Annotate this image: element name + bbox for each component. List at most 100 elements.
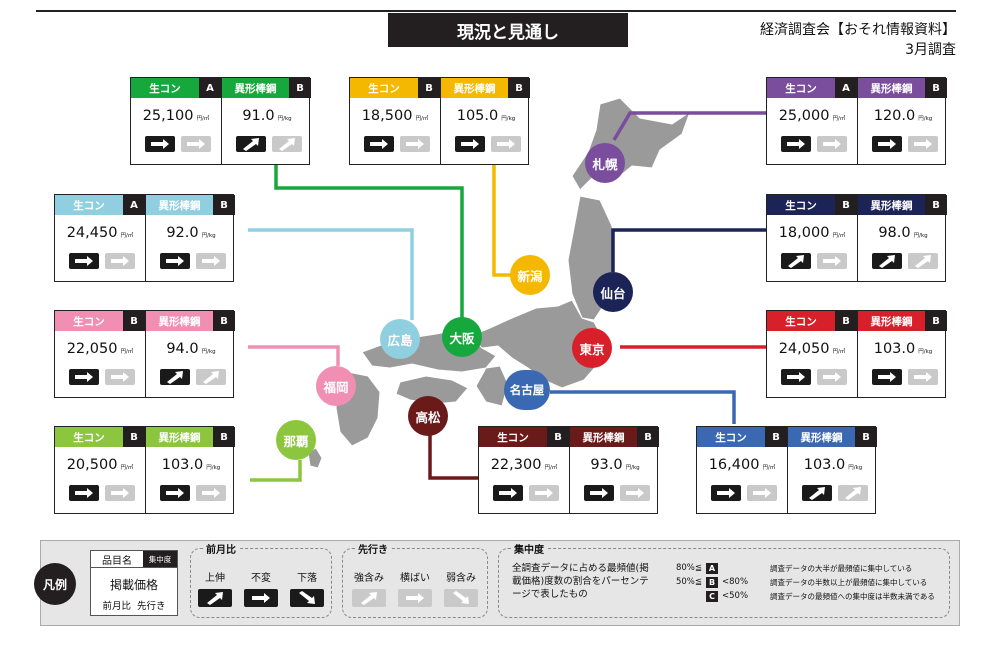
conc-threshold: 80%≦	[675, 563, 702, 573]
price-value: 22,300	[490, 457, 542, 473]
legend-sample-card: 品目名 集中度 掲載価格 前月比 先行き	[90, 550, 178, 616]
legend-prev-same: 不変	[251, 573, 271, 584]
city-marker-tokyo[interactable]: 東京	[572, 328, 612, 368]
rebar-name: 異形棒鋼	[570, 427, 637, 447]
legend-outlook-weak: 弱含み	[446, 573, 476, 584]
legend-outlook-right-icon	[398, 589, 432, 607]
concentration-grade: B	[835, 311, 857, 331]
city-marker-osaka[interactable]: 大阪	[442, 317, 482, 357]
outlook-right-arrow-icon	[105, 485, 135, 501]
concentration-grade: B	[213, 427, 235, 447]
price-unit: 円/kg	[201, 349, 216, 355]
outlook-right-arrow-icon	[747, 485, 777, 501]
city-marker-naha[interactable]: 那覇	[276, 420, 316, 460]
legend-conc-text: 全調査データに占める最頻値(掲載価格)度数の割合をパーセンテージで表したもの	[512, 563, 649, 600]
concentration-grade: B	[765, 427, 787, 447]
outlook-right-arrow-icon	[400, 136, 430, 152]
outlook-right-arrow-icon	[196, 485, 226, 501]
price-value: 22,050	[66, 341, 118, 357]
prev-month-up-arrow-icon	[872, 253, 902, 269]
concrete-name: 生コン	[131, 78, 199, 98]
price-unit: 円/kg	[201, 233, 216, 239]
city-marker-hiroshima[interactable]: 広島	[380, 319, 420, 359]
price-value: 98.0	[878, 225, 911, 241]
legend-conc-label: 集中度	[511, 541, 547, 556]
prev-month-up-arrow-icon	[781, 253, 811, 269]
concentration-grade: B	[213, 195, 235, 215]
outlook-right-arrow-icon	[529, 485, 559, 501]
conc-description: 調査データの最頻値への集中度は半数未満である	[770, 591, 935, 601]
city-marker-niigata[interactable]: 新潟	[510, 255, 550, 295]
price-value: 91.0	[242, 108, 275, 124]
rebar-name: 異形棒鋼	[441, 78, 508, 98]
legend-outlook-down-icon	[444, 589, 478, 607]
publisher-name: 経済調査会【おそれ情報資料】	[760, 22, 956, 38]
prev-month-right-arrow-icon	[69, 485, 99, 501]
city-marker-takamatsu[interactable]: 高松	[408, 396, 448, 436]
city-marker-fukuoka[interactable]: 福岡	[316, 366, 356, 406]
concentration-grade: B	[855, 427, 877, 447]
price-unit: 円/㎥	[544, 465, 558, 471]
prev-month-right-arrow-icon	[160, 253, 190, 269]
legend-item-name: 品目名	[102, 555, 132, 567]
legend-arrow-down-icon	[290, 589, 324, 607]
concentration-grade: B	[925, 195, 947, 215]
connector-lines	[248, 111, 766, 482]
price-unit: 円/kg	[918, 349, 933, 355]
legend-outlook-up-icon	[352, 589, 386, 607]
price-value: 93.0	[590, 457, 623, 473]
price-unit: 円/kg	[206, 465, 221, 471]
prev-month-right-arrow-icon	[364, 136, 394, 152]
price-value: 103.0	[803, 457, 846, 473]
prev-month-right-arrow-icon	[69, 369, 99, 385]
concentration-row: C<50%調査データの最頻値への集中度は半数未満である	[666, 589, 946, 603]
city-marker-sapporo[interactable]: 札幌	[585, 143, 625, 183]
concentration-row: 50%≦B<80%調査データの半数以上が最頻値に集中している	[666, 575, 946, 589]
top-rule	[36, 10, 956, 12]
rebar-name: 異形棒鋼	[858, 195, 925, 215]
concentration-grade: B	[123, 427, 145, 447]
concentration-grade: B	[418, 78, 440, 98]
city-marker-sendai[interactable]: 仙台	[593, 272, 633, 312]
city-marker-nagoya[interactable]: 名古屋	[504, 370, 550, 410]
outlook-right-arrow-icon	[908, 136, 938, 152]
concrete-name: 生コン	[55, 195, 123, 215]
outlook-right-arrow-icon	[817, 136, 847, 152]
publisher-block: 経済調査会【おそれ情報資料】 3月調査	[760, 20, 956, 60]
prev-month-right-arrow-icon	[69, 253, 99, 269]
conc-grade: C	[706, 590, 718, 602]
concrete-name: 生コン	[767, 78, 835, 98]
concrete-name: 生コン	[350, 78, 418, 98]
concentration-grade: B	[508, 78, 530, 98]
price-unit: 円/kg	[848, 465, 863, 471]
outlook-right-arrow-icon	[181, 136, 211, 152]
price-value: 94.0	[166, 341, 199, 357]
